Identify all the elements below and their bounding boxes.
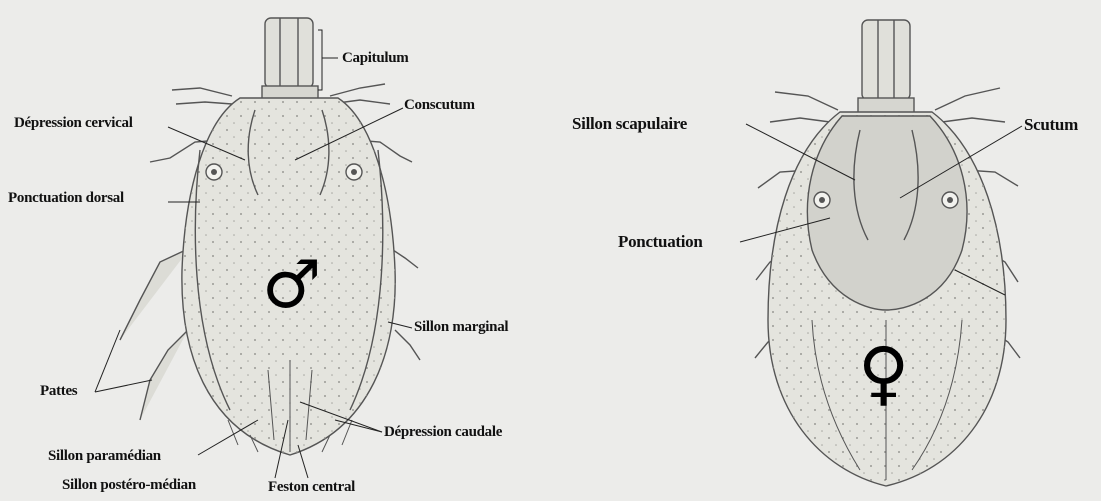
label-capitulum: Capitulum: [342, 51, 409, 66]
label-sillon-paramedian: Sillon paramédian: [48, 449, 161, 464]
female-tick-drawing: [755, 20, 1020, 486]
label-sillon-scapulaire: Sillon scapulaire: [572, 115, 687, 132]
female-leg-right-1: [935, 88, 1000, 110]
male-symbol: ♂: [262, 252, 321, 318]
label-ponctuation: Ponctuation: [618, 233, 703, 250]
label-depression-caudale: Dépression caudale: [384, 425, 502, 440]
male-tick-drawing: [120, 18, 420, 455]
label-depression-cervical: Dépression cervical: [14, 116, 133, 131]
label-pattes: Pattes: [40, 384, 77, 399]
male-leg-right-1: [330, 84, 385, 96]
label-scutum: Scutum: [1024, 116, 1078, 133]
label-conscutum: Conscutum: [404, 98, 475, 113]
female-capitulum: [862, 20, 910, 100]
label-ponctuation-dorsal: Ponctuation dorsal: [8, 191, 124, 206]
female-leg-left-1: [775, 92, 838, 110]
label-feston-central: Feston central: [268, 480, 355, 495]
female-symbol: ♀: [858, 338, 909, 408]
label-sillon-postero-median: Sillon postéro-médian: [62, 478, 196, 493]
label-sillon-marginal: Sillon marginal: [414, 320, 508, 335]
male-leg-left-4: [140, 330, 188, 420]
male-leg-left-1: [172, 88, 232, 96]
male-capitulum: [265, 18, 313, 88]
male-leg-left-3: [120, 248, 190, 340]
male-leg-left-1b: [176, 102, 232, 104]
female-scutum: [807, 116, 967, 310]
